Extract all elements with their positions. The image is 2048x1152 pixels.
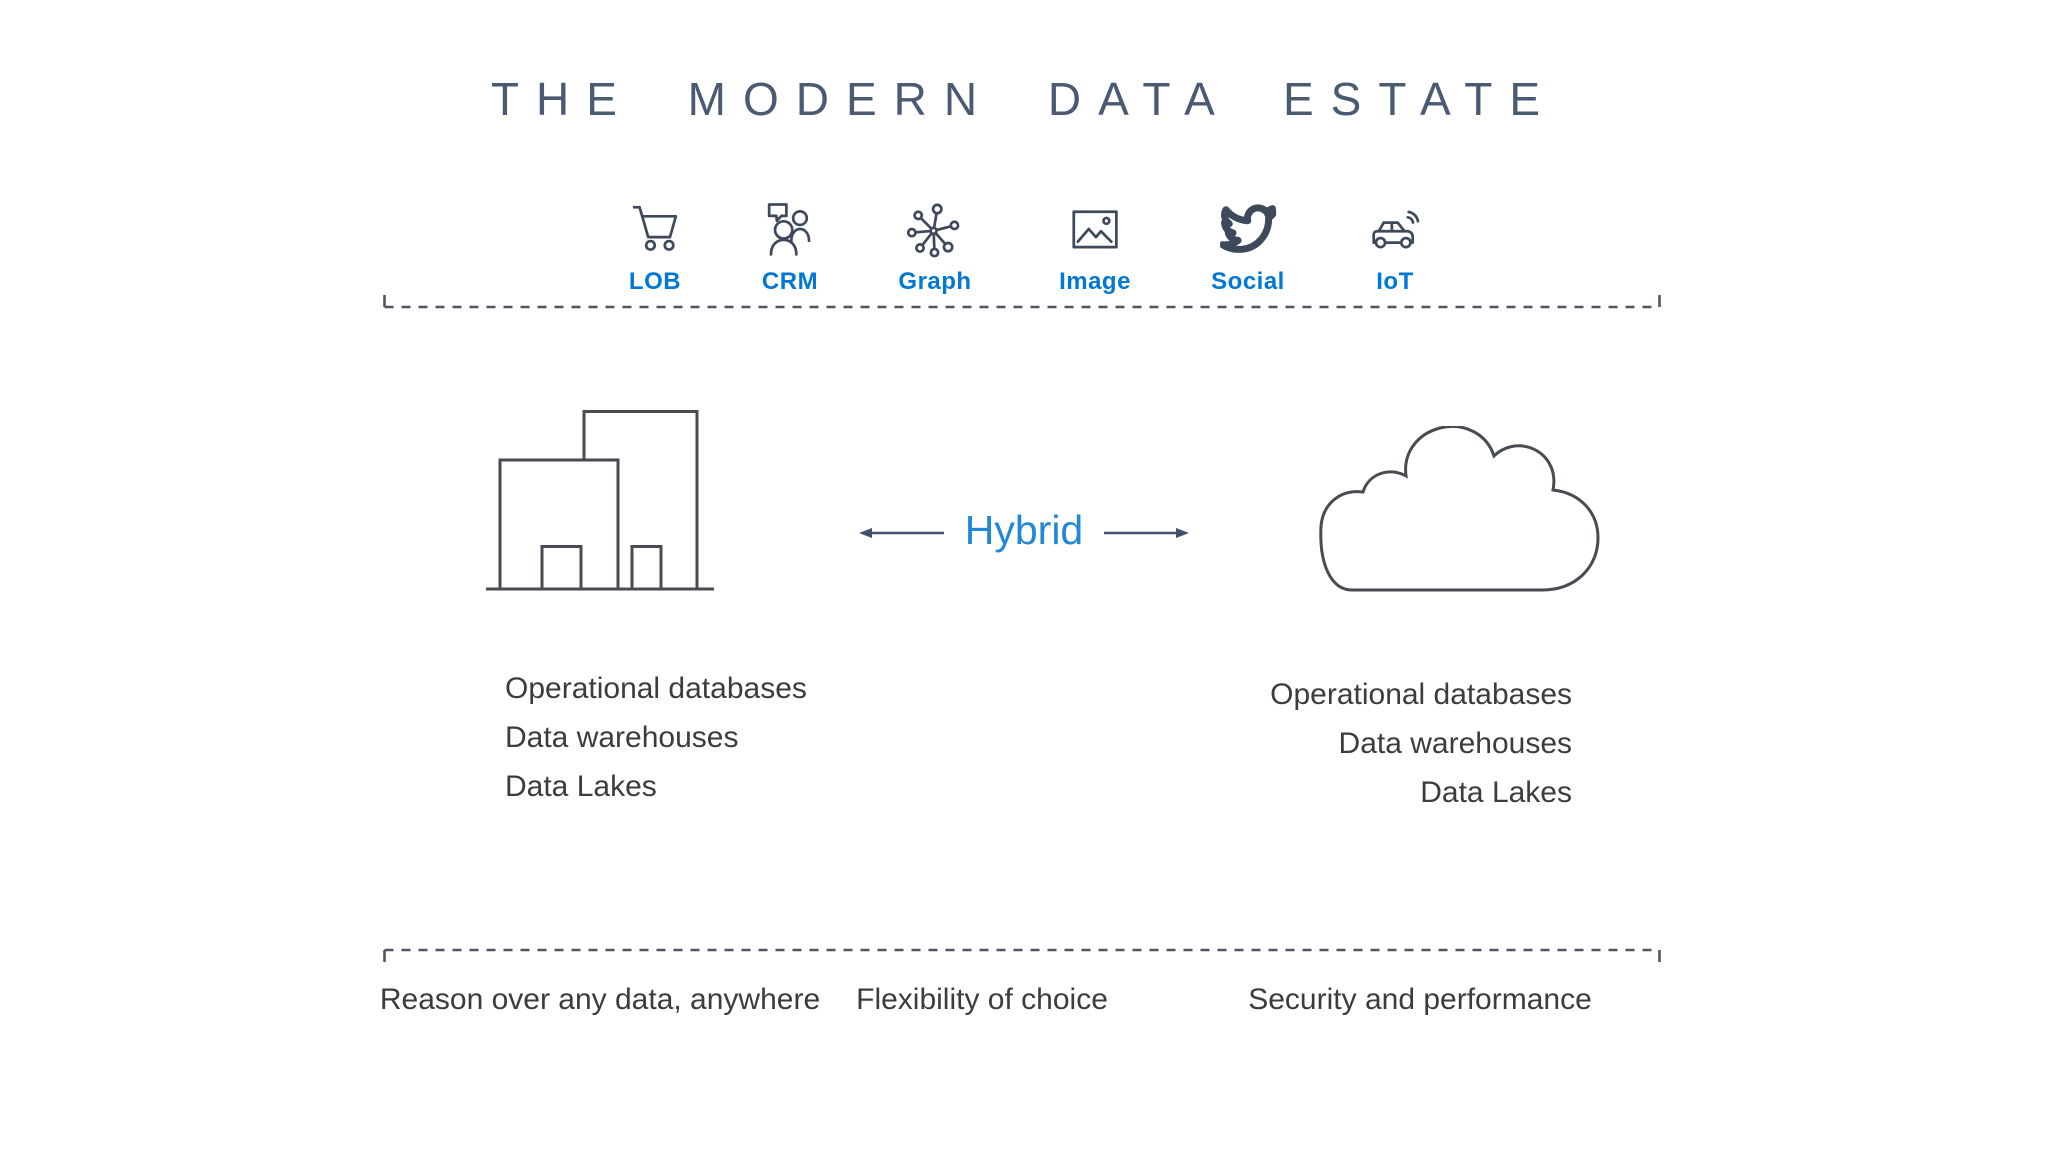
source-label: Graph (898, 268, 972, 295)
arrow-left-icon (859, 528, 944, 538)
arrow-right-icon (1104, 528, 1189, 538)
source-label: Image (1059, 268, 1131, 295)
twitter-bird-icon (1211, 196, 1285, 258)
buildings-icon (486, 410, 714, 591)
list-item: Data warehouses (505, 721, 739, 754)
upper-dashed-divider (383, 295, 1661, 309)
source-item-social: Social (1211, 196, 1285, 296)
list-item: Data Lakes (1420, 776, 1572, 809)
on-premises-list: Operational databases Data warehouses Da… (505, 672, 807, 819)
source-label: IoT (1376, 268, 1414, 295)
source-item-iot: IoT (1366, 196, 1424, 296)
list-item: Operational databases (505, 672, 807, 705)
source-label: CRM (761, 268, 819, 295)
image-icon (1059, 196, 1131, 258)
source-item-crm: CRM (761, 196, 819, 296)
lower-dashed-divider (383, 948, 1661, 962)
source-item-image: Image (1059, 196, 1131, 296)
page-title: THE MODERN DATA ESTATE (490, 73, 1558, 125)
connected-car-icon (1366, 196, 1424, 258)
footer-label-flexibility: Flexibility of choice (856, 983, 1108, 1016)
cart-icon (626, 196, 684, 258)
source-label: LOB (628, 268, 682, 295)
footer-label-reason: Reason over any data, anywhere (379, 983, 821, 1016)
list-item: Data warehouses (1338, 727, 1572, 760)
list-item: Data Lakes (505, 770, 657, 803)
cloud-icon (1319, 426, 1600, 592)
hybrid-label: Hybrid (964, 507, 1084, 553)
footer-label-security: Security and performance (1248, 983, 1592, 1016)
source-label: Social (1211, 268, 1285, 295)
list-item: Operational databases (1270, 678, 1572, 711)
source-item-lob: LOB (626, 196, 684, 296)
source-item-graph: Graph (898, 196, 971, 296)
graph-network-icon (898, 196, 971, 258)
cloud-list: Operational databases Data warehouses Da… (1172, 678, 1572, 825)
people-chat-icon (761, 196, 819, 258)
